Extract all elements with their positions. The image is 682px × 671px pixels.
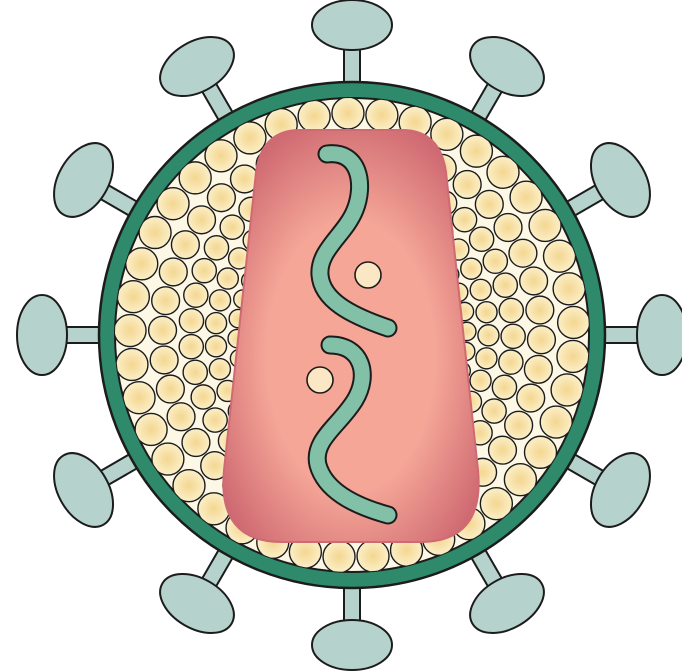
spike-head bbox=[42, 443, 125, 537]
matrix-protein-bead bbox=[298, 100, 330, 132]
matrix-protein-bead bbox=[188, 206, 216, 234]
matrix-protein-bead bbox=[117, 281, 149, 313]
matrix-protein-bead bbox=[483, 249, 507, 273]
matrix-protein-bead bbox=[205, 336, 226, 357]
matrix-protein-bead bbox=[191, 385, 215, 409]
matrix-protein-bead bbox=[470, 370, 491, 391]
matrix-protein-bead bbox=[357, 540, 389, 572]
matrix-protein-bead bbox=[528, 326, 556, 354]
matrix-protein-bead bbox=[499, 350, 523, 374]
matrix-protein-bead bbox=[482, 399, 506, 423]
matrix-protein-bead bbox=[182, 429, 210, 457]
matrix-protein-bead bbox=[217, 268, 238, 289]
spike-head bbox=[579, 443, 662, 537]
matrix-protein-bead bbox=[156, 375, 184, 403]
matrix-protein-bead bbox=[526, 296, 554, 324]
matrix-protein-bead bbox=[493, 273, 517, 297]
matrix-protein-bead bbox=[492, 375, 516, 399]
matrix-protein-bead bbox=[476, 348, 497, 369]
matrix-protein-bead bbox=[149, 316, 177, 344]
matrix-protein-bead bbox=[207, 184, 235, 212]
matrix-protein-bead bbox=[475, 190, 503, 218]
matrix-protein-bead bbox=[553, 273, 585, 305]
matrix-protein-bead bbox=[203, 408, 227, 432]
matrix-protein-bead bbox=[220, 215, 244, 239]
matrix-protein-bead bbox=[135, 413, 167, 445]
spike-head bbox=[150, 25, 244, 108]
matrix-protein-bead bbox=[489, 436, 517, 464]
matrix-protein-bead bbox=[499, 298, 523, 322]
matrix-protein-bead bbox=[332, 97, 364, 129]
enzyme-particle-2-icon bbox=[307, 367, 333, 393]
matrix-protein-bead bbox=[323, 541, 355, 573]
matrix-protein-bead bbox=[184, 283, 208, 307]
spike-head bbox=[579, 133, 662, 227]
spike-head bbox=[637, 295, 682, 375]
matrix-protein-bead bbox=[126, 248, 158, 280]
matrix-protein-bead bbox=[517, 384, 545, 412]
matrix-protein-bead bbox=[206, 313, 227, 334]
matrix-protein-bead bbox=[494, 214, 522, 242]
matrix-protein-bead bbox=[461, 258, 482, 279]
spike-head bbox=[312, 620, 392, 670]
spike-head bbox=[150, 562, 244, 645]
spike-head bbox=[460, 562, 554, 645]
matrix-protein-bead bbox=[167, 403, 195, 431]
matrix-protein-bead bbox=[171, 231, 199, 259]
matrix-protein-bead bbox=[204, 236, 228, 260]
matrix-protein-bead bbox=[540, 406, 572, 438]
matrix-protein-bead bbox=[470, 279, 491, 300]
matrix-protein-bead bbox=[210, 290, 231, 311]
matrix-protein-bead bbox=[558, 306, 590, 338]
matrix-protein-bead bbox=[192, 259, 216, 283]
matrix-protein-bead bbox=[505, 411, 533, 439]
matrix-protein-bead bbox=[209, 359, 230, 380]
matrix-protein-bead bbox=[159, 258, 187, 286]
matrix-protein-bead bbox=[179, 335, 203, 359]
spike-head bbox=[42, 133, 125, 227]
matrix-protein-bead bbox=[524, 355, 552, 383]
matrix-protein-bead bbox=[179, 309, 203, 333]
matrix-protein-bead bbox=[501, 324, 525, 348]
matrix-protein-bead bbox=[509, 239, 537, 267]
enzyme-particle-1-icon bbox=[355, 262, 381, 288]
matrix-protein-bead bbox=[183, 360, 207, 384]
matrix-protein-bead bbox=[114, 315, 146, 347]
matrix-protein-bead bbox=[123, 382, 155, 414]
matrix-protein-bead bbox=[476, 302, 497, 323]
matrix-protein-bead bbox=[452, 208, 476, 232]
matrix-protein-bead bbox=[478, 325, 499, 346]
matrix-protein-bead bbox=[520, 267, 548, 295]
matrix-protein-bead bbox=[469, 227, 493, 251]
matrix-protein-bead bbox=[366, 99, 398, 131]
matrix-protein-bead bbox=[453, 171, 481, 199]
matrix-protein-bead bbox=[551, 374, 583, 406]
matrix-protein-bead bbox=[150, 346, 178, 374]
matrix-protein-bead bbox=[557, 340, 589, 372]
matrix-protein-bead bbox=[544, 240, 576, 272]
matrix-protein-bead bbox=[152, 287, 180, 315]
matrix-protein-bead bbox=[116, 348, 148, 380]
spike-head bbox=[17, 295, 67, 375]
spike-head bbox=[460, 25, 554, 108]
spike-head bbox=[312, 0, 392, 50]
